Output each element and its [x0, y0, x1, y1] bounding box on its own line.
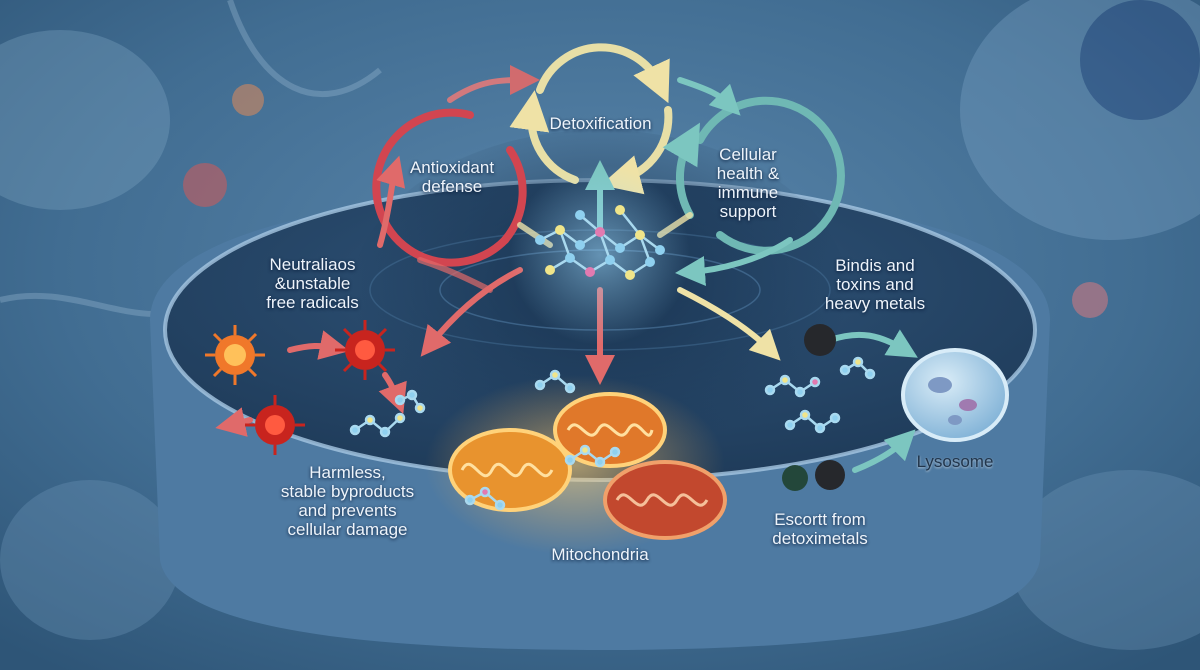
label-binds-toxins: Bindis and toxins and heavy metals — [824, 256, 926, 313]
label-antioxidant-defense: Antioxidant defense — [409, 158, 495, 196]
free-radical-icon — [245, 395, 305, 455]
label-mitochondria: Mitochondria — [551, 545, 649, 564]
background-virus-icon — [183, 84, 1108, 318]
molecule-cluster-icon — [535, 205, 665, 280]
free-radical-icon — [205, 325, 265, 385]
label-lysosome: Lysosome — [916, 452, 994, 471]
label-cellular-health: Cellular health & immune support — [716, 145, 780, 221]
toxin-particle-icon — [782, 324, 845, 491]
free-radical-icon — [335, 320, 395, 380]
label-detoxification: Detoxification — [549, 114, 652, 133]
cluster-glow — [510, 165, 690, 345]
molecule-icon — [464, 369, 621, 511]
stable-molecule-icon — [349, 389, 426, 438]
label-harmless-byproducts: Harmless, stable byproducts and prevents… — [280, 463, 415, 539]
label-neutralizes: Neutraliaos &unstable free radicals — [266, 255, 359, 312]
molecule-icon — [764, 356, 876, 434]
label-escort: Escortt from detoximetals — [772, 510, 868, 548]
lysosome-icon — [901, 348, 1009, 442]
antioxidant-cycle — [372, 108, 527, 267]
background-cells — [0, 0, 1200, 650]
